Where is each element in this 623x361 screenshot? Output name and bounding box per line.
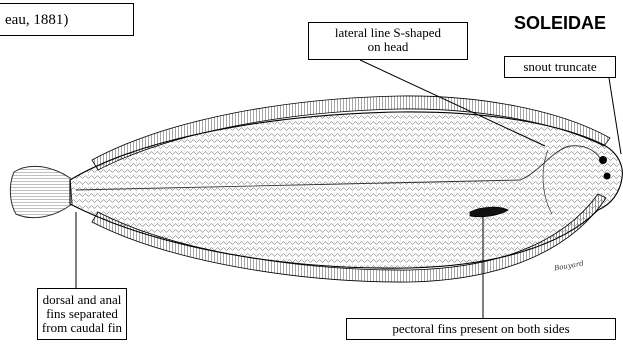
label-snout: snout truncate <box>504 56 616 78</box>
author-citation-box: eau, 1881) <box>0 3 134 36</box>
leader-snout <box>609 78 621 154</box>
label-lateral-line: lateral line S-shaped on head <box>308 22 468 60</box>
eye-lower <box>604 173 611 180</box>
eye-upper <box>599 156 607 164</box>
family-title: SOLEIDAE <box>514 13 606 34</box>
label-pectoral: pectoral fins present on both sides <box>346 318 616 340</box>
label-dorsal-anal: dorsal and anal fins separated from caud… <box>37 288 127 340</box>
author-citation: eau, 1881) <box>5 12 68 28</box>
